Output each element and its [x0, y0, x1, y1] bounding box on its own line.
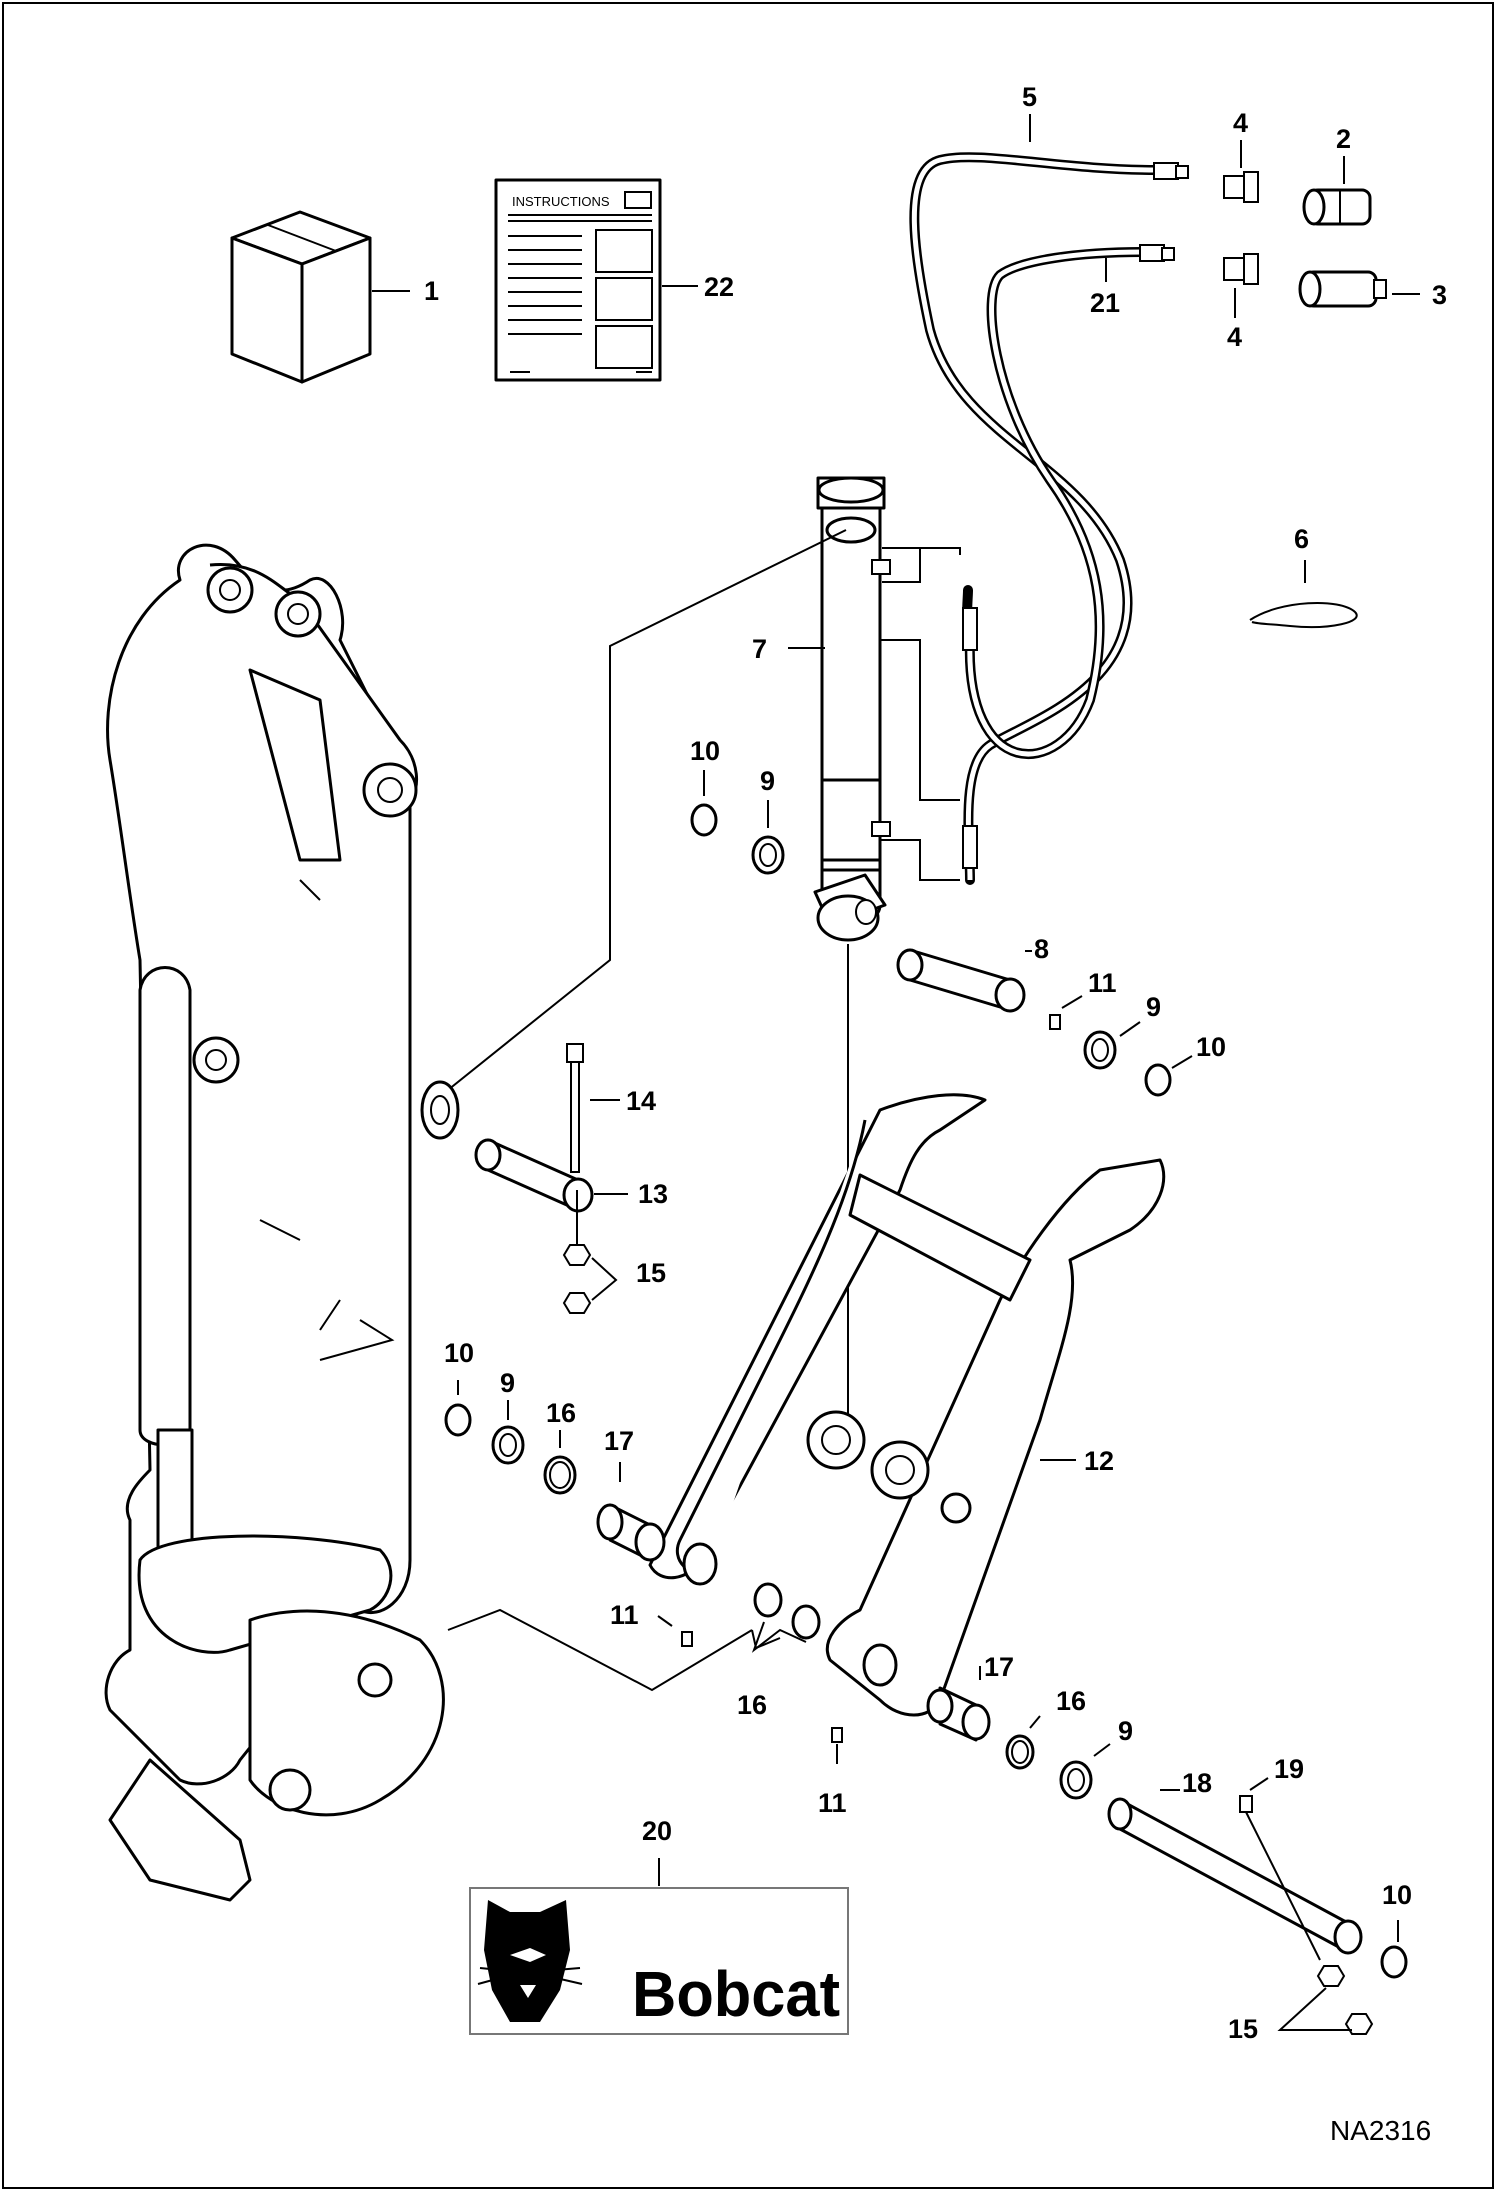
part-10-ring-lower-right	[1380, 1945, 1408, 1979]
callout-15-lower: 15	[1228, 2014, 1258, 2044]
part-11-grease-fitting-upper	[1049, 1014, 1061, 1030]
part-22-instructions: INSTRUCTIONS	[494, 178, 662, 382]
part-16-seal-mid-left	[543, 1455, 577, 1495]
part-4-fitting-upper	[1223, 171, 1259, 203]
callout-6: 6	[1294, 524, 1309, 554]
callout-20: 20	[642, 1816, 672, 1846]
callout-19: 19	[1274, 1754, 1304, 1784]
part-13-pin	[420, 1080, 594, 1213]
callout-10-mid-left: 10	[444, 1338, 474, 1368]
part-16-seal-lower-right	[1005, 1734, 1035, 1770]
part-20-decal: Bobcat	[469, 1887, 849, 2035]
callout-4-top: 4	[1233, 108, 1248, 138]
callout-2: 2	[1336, 124, 1351, 154]
part-11-grease-fitting-left	[681, 1631, 693, 1647]
part-5-hose	[909, 152, 1189, 885]
callout-10-lower-right: 10	[1382, 1880, 1412, 1910]
callout-10-upper-left: 10	[690, 736, 720, 766]
part-19-bolt	[1239, 1795, 1321, 1961]
callout-18: 18	[1182, 1768, 1212, 1798]
instructions-title: INSTRUCTIONS	[512, 194, 610, 209]
part-1-box	[230, 210, 372, 384]
callout-9-lower-right: 9	[1118, 1716, 1133, 1746]
callout-9-upper-right: 9	[1146, 992, 1161, 1022]
callout-10-upper-right: 10	[1196, 1032, 1226, 1062]
part-7-cylinder	[813, 476, 891, 942]
callout-9-mid-left: 9	[500, 1368, 515, 1398]
part-14-bolt	[566, 1043, 584, 1173]
callout-16-lower-right: 16	[1056, 1686, 1086, 1716]
decal-wordmark: Bobcat	[632, 1958, 840, 2030]
callout-17-right: 17	[984, 1652, 1014, 1682]
part-15-nuts-upper	[562, 1244, 592, 1314]
bobcat-logo-icon	[477, 1900, 583, 2022]
part-18-pin	[1107, 1797, 1363, 1955]
drawing-id: NA2316	[1330, 2115, 1431, 2146]
part-9-washer-upper-right	[1083, 1030, 1117, 1070]
part-12-thumb	[648, 1093, 1166, 1717]
part-10-ring-upper-right	[1144, 1063, 1172, 1097]
part-3-coupler	[1298, 270, 1387, 308]
part-10-ring-upper-left	[690, 803, 718, 837]
callout-21: 21	[1090, 288, 1120, 318]
part-9-washer-mid-left	[491, 1425, 525, 1465]
callout-4-bottom: 4	[1227, 322, 1242, 352]
excavator-arm	[104, 543, 445, 1902]
callout-3: 3	[1432, 280, 1447, 310]
callout-11-upper: 11	[1088, 968, 1117, 998]
callout-16-mid-left: 16	[546, 1398, 576, 1428]
part-16-seals-center	[753, 1582, 821, 1640]
part-21-hose	[962, 244, 1175, 759]
part-17-bushing-right	[926, 1686, 991, 1742]
part-2-coupler	[1302, 188, 1372, 226]
part-17-bushing-left	[596, 1503, 666, 1562]
part-8-pin	[896, 948, 1026, 1013]
callout-13: 13	[638, 1179, 668, 1209]
part-11-grease-fitting-right	[831, 1727, 843, 1743]
callout-1: 1	[424, 276, 439, 306]
part-10-ring-mid-left	[444, 1403, 472, 1437]
callout-15-upper: 15	[636, 1258, 666, 1288]
callout-12: 12	[1084, 1446, 1114, 1476]
part-9-washer-lower-right	[1059, 1760, 1093, 1800]
callout-14: 14	[626, 1086, 656, 1116]
callout-11-left: 11	[610, 1600, 639, 1630]
callout-5: 5	[1022, 82, 1037, 112]
callout-11-right: 11	[818, 1788, 847, 1818]
callout-9-upper-left: 9	[760, 766, 775, 796]
callout-8: 8	[1034, 934, 1049, 964]
callout-7: 7	[752, 634, 767, 664]
part-6-cable-tie	[1249, 560, 1358, 629]
callout-17-left: 17	[604, 1426, 634, 1456]
part-9-washer-upper-left	[751, 835, 785, 875]
callout-16-center: 16	[737, 1690, 767, 1720]
part-4-fitting-lower	[1223, 253, 1259, 285]
callout-22: 22	[704, 272, 734, 302]
part-15-nuts-lower	[1316, 1965, 1374, 2035]
